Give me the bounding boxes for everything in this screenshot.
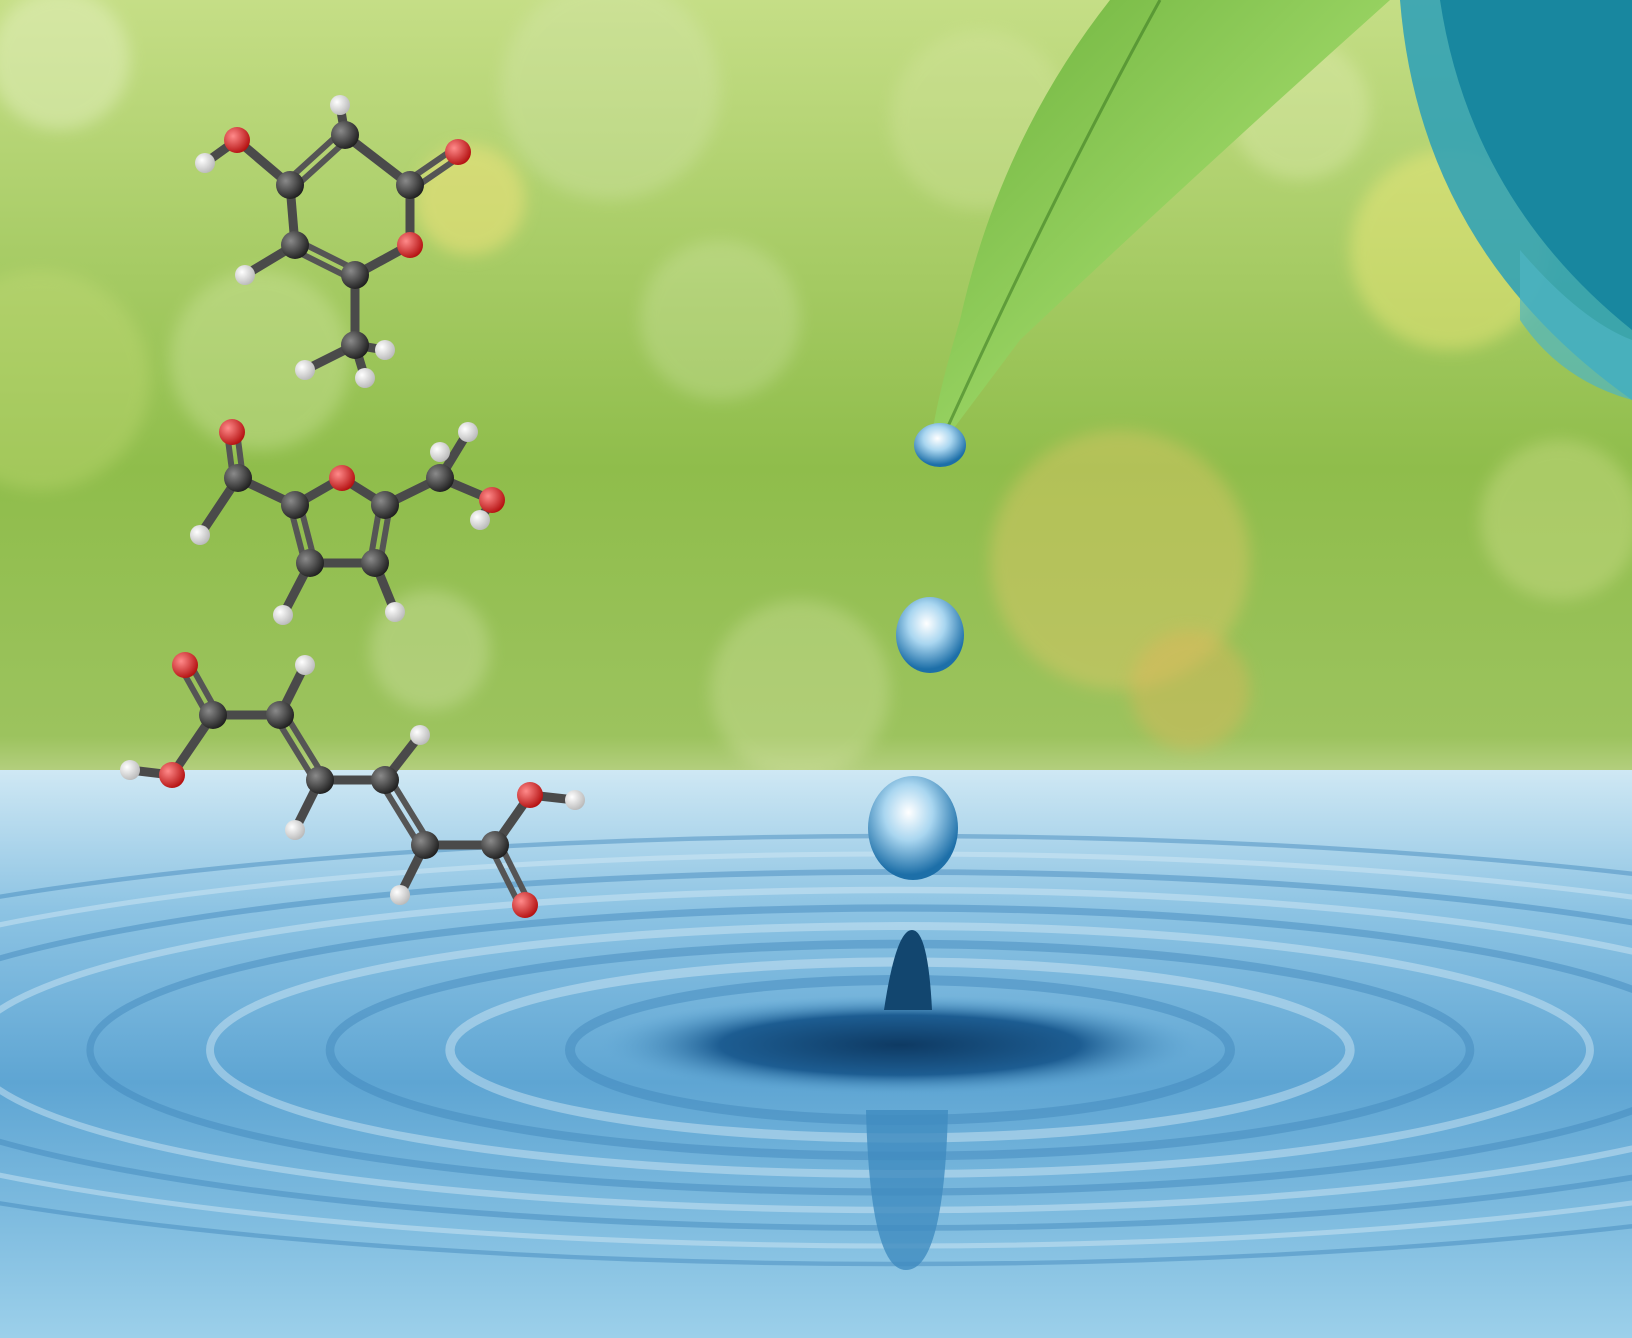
falling-drop-lower [868, 776, 958, 880]
water-surface [0, 770, 1632, 1338]
splash-crater [600, 995, 1200, 1095]
hydroxymethylfurfural-molecule-icon [190, 419, 505, 625]
hanging-drop [914, 423, 966, 467]
bokeh-lights [0, 0, 1632, 780]
falling-drop-upper [896, 597, 964, 673]
pyranone-molecule-icon [195, 95, 471, 388]
leaf-icon [930, 0, 1390, 460]
water-drop-icon [868, 423, 966, 880]
splash-reflection [866, 1110, 948, 1270]
muconic-acid-molecule-icon [120, 652, 585, 918]
splash-column [884, 930, 932, 1010]
teal-corner-arc-icon [1400, 0, 1632, 400]
